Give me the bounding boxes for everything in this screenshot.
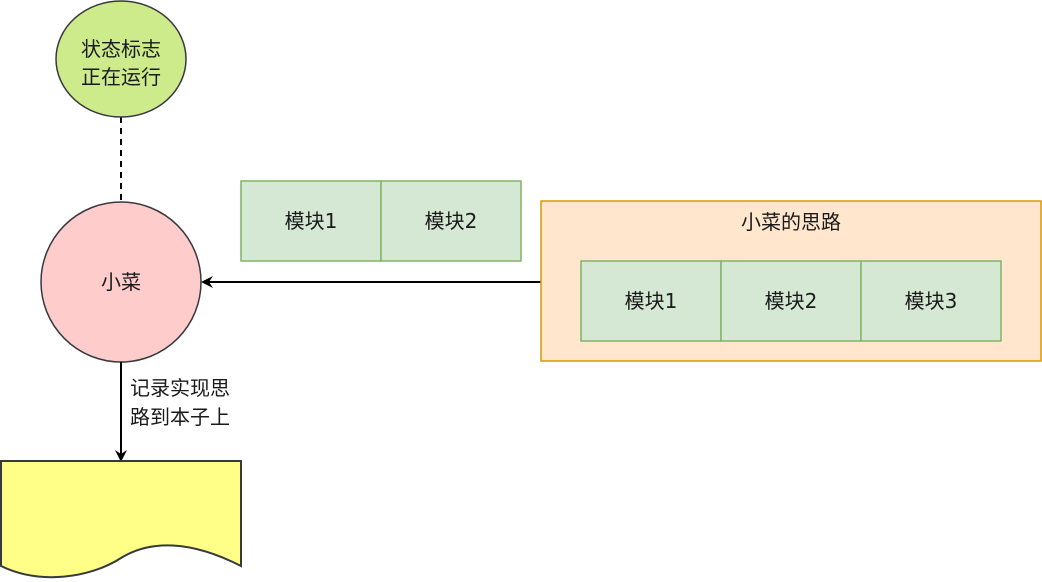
person-label: 小菜 [101, 270, 141, 294]
status-line1: 状态标志 [81, 37, 161, 61]
status-line2: 正在运行 [81, 65, 161, 89]
idea-module-1-label: 模块1 [625, 289, 678, 313]
top-modules: 模块1 模块2 [240, 180, 522, 262]
idea-module-2[interactable] [720, 260, 862, 342]
edge-label-line1: 记录实现思 [130, 376, 230, 400]
idea-module-2-label: 模块2 [765, 289, 818, 313]
idea-module-3[interactable] [860, 260, 1002, 342]
edge-label-line2: 路到本子上 [130, 405, 230, 429]
idea-box[interactable]: 小菜的思路 模块1 模块2 模块3 [540, 200, 1042, 362]
person-node[interactable]: 小菜 [40, 201, 202, 363]
top-module-2[interactable] [380, 180, 522, 262]
idea-module-1[interactable] [580, 260, 722, 342]
top-module-2-label: 模块2 [425, 209, 478, 233]
top-module-1-label: 模块1 [285, 209, 338, 233]
status-node[interactable]: 状态标志 正在运行 [55, 0, 187, 118]
notebook-document[interactable] [0, 460, 242, 579]
idea-module-3-label: 模块3 [905, 289, 958, 313]
idea-box-title: 小菜的思路 [741, 210, 841, 234]
